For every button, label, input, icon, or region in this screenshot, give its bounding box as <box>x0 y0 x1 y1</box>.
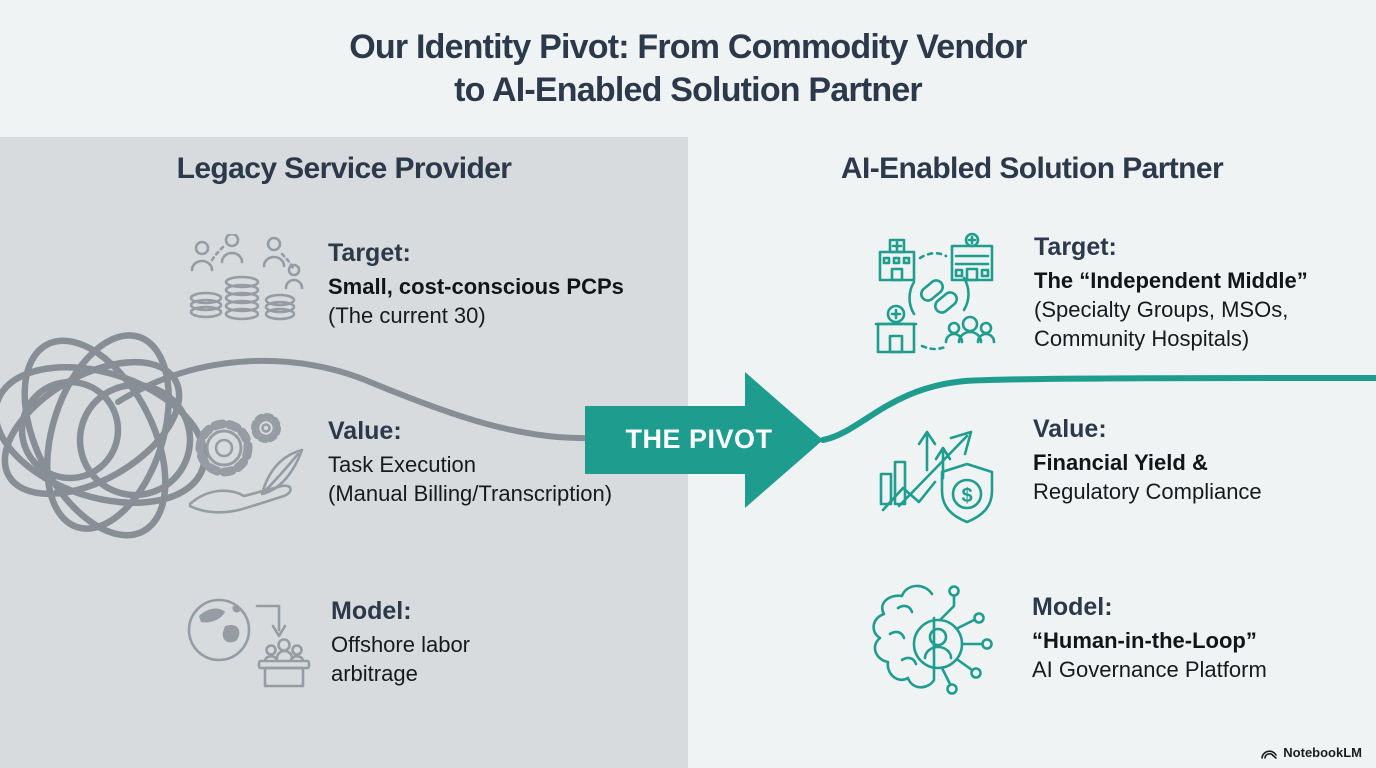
gears-hand-icon <box>188 413 304 514</box>
ai-value-row: $ Value: Financial Yield & Regulatory Co… <box>875 408 1262 526</box>
pivot-arrow-label: THE PIVOT <box>625 424 773 454</box>
brain-circuit-icon <box>872 584 993 695</box>
page-title: Our Identity Pivot: From Commodity Vendo… <box>0 26 1376 112</box>
legacy-target-line1: Small, cost-conscious PCPs <box>328 274 624 299</box>
legacy-target-label: Target: <box>328 239 411 267</box>
legacy-value-label: Value: <box>328 417 402 445</box>
legacy-target-line2: (The current 30) <box>328 303 486 328</box>
notebooklm-logo-icon <box>1261 749 1278 759</box>
ai-value-label: Value: <box>1033 415 1107 443</box>
svg-text:$: $ <box>961 485 972 507</box>
legacy-value-row: Value: Task Execution (Manual Billing/Tr… <box>182 408 612 526</box>
legacy-model-line2: arbitrage <box>331 661 418 686</box>
ai-target-label: Target: <box>1034 233 1117 261</box>
legacy-column-header: Legacy Service Provider <box>176 152 512 185</box>
notebooklm-label: NotebookLM <box>1283 745 1362 760</box>
growth-shield-icon: $ <box>879 430 994 524</box>
legacy-model-label: Model: <box>331 597 412 625</box>
legacy-value-line1: Task Execution <box>328 452 476 477</box>
ai-column-header: AI-Enabled Solution Partner <box>840 152 1224 185</box>
globe-workers-icon <box>187 598 311 688</box>
ai-model-row: Model: “Human-in-the-Loop” AI Governance… <box>868 578 1267 702</box>
hospital-network-icon <box>874 232 996 354</box>
title-line-2: to AI-Enabled Solution Partner <box>454 71 923 109</box>
legacy-value-line2: (Manual Billing/Transcription) <box>328 481 613 506</box>
ai-model-line1: “Human-in-the-Loop” <box>1032 628 1257 653</box>
ai-model-line2: AI Governance Platform <box>1032 657 1267 682</box>
ai-target-row: Target: The “Independent Middle” (Specia… <box>872 228 1308 362</box>
ai-target-line3: Community Hospitals) <box>1034 326 1250 351</box>
title-line-1: Our Identity Pivot: From Commodity Vendo… <box>349 28 1027 66</box>
ai-target-line1: The “Independent Middle” <box>1034 268 1308 293</box>
legacy-model-line1: Offshore labor <box>331 632 471 657</box>
ai-value-line1: Financial Yield & <box>1033 450 1208 475</box>
ai-model-label: Model: <box>1032 593 1113 621</box>
legacy-model-row: Model: Offshore labor arbitrage <box>185 588 470 694</box>
ai-target-line2: (Specialty Groups, MSOs, <box>1034 297 1289 322</box>
ai-value-line2: Regulatory Compliance <box>1033 479 1262 504</box>
notebooklm-attribution: NotebookLM <box>1260 745 1362 760</box>
people-coins-icon <box>189 234 304 321</box>
legacy-target-row: Target: Small, cost-conscious PCPs (The … <box>188 234 624 330</box>
